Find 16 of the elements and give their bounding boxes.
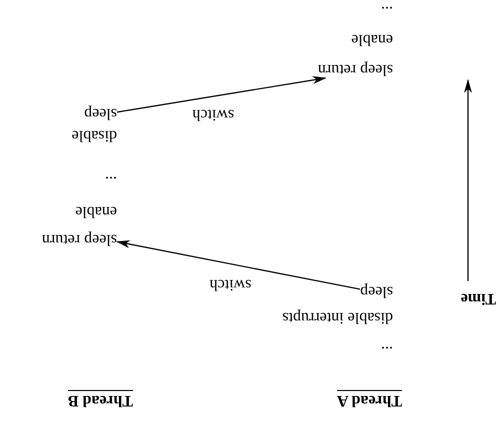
step-text: sleep [360, 282, 393, 300]
ellipsis: ... [105, 172, 117, 190]
axis-label: Time [460, 289, 496, 307]
step-text: enable [351, 30, 393, 48]
ellipsis: ... [381, 2, 393, 20]
step-text: sleep return [42, 230, 117, 248]
arrow [116, 76, 326, 113]
step-text: sleep return [318, 60, 393, 78]
ellipsis: ... [381, 342, 393, 360]
step-text: enable [75, 202, 117, 220]
step-text: disable [72, 126, 117, 144]
arrow [116, 240, 360, 290]
column-heading: Thread A [336, 390, 402, 409]
step-text: sleep [84, 104, 117, 122]
column-heading: Thread B [68, 390, 133, 409]
step-text: disable interrupts [282, 308, 393, 326]
